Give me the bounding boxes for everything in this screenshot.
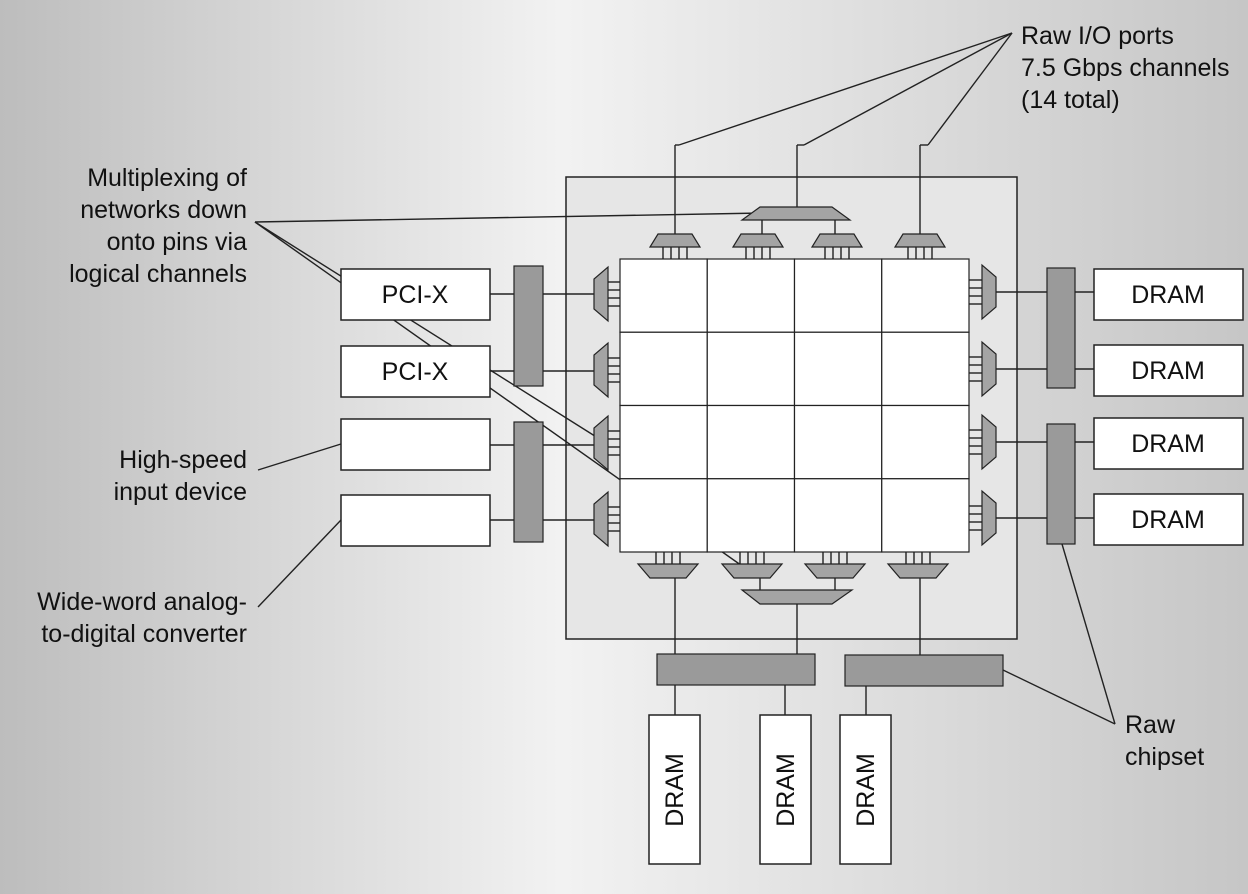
multiplexing-label-line-3: onto pins via [107, 228, 247, 256]
tile-r2-c1 [619, 331, 708, 407]
left-device-box-1 [340, 268, 491, 321]
wire-2 [803, 32, 1013, 146]
bottom-dram-box-3 [839, 714, 892, 865]
wire-37 [1002, 669, 1116, 725]
left-device-box-2 [340, 345, 491, 398]
left-chipset-top [513, 265, 544, 387]
wide-word-label-line-2: to-digital converter [41, 620, 247, 648]
wire-3 [927, 32, 1013, 146]
bottom-dram-box-2 [759, 714, 812, 865]
bottom-mux-3 [803, 563, 867, 579]
multiplexers [593, 206, 997, 605]
left-device-label-2: PCI-X [382, 358, 449, 386]
right-mux-2 [981, 340, 997, 398]
multiplexing-label-line-2: networks down [80, 196, 247, 224]
wire-22 [257, 519, 342, 608]
tile-r1-c1 [619, 258, 708, 333]
left-mux-3 [593, 414, 609, 472]
wire-11 [254, 221, 599, 439]
right-chipset-top [1046, 267, 1076, 389]
right-dram-box-1 [1093, 268, 1244, 321]
bottom-chipset-left [656, 653, 816, 686]
right-dram-box-3 [1093, 417, 1244, 470]
right-mux-3 [981, 413, 997, 471]
tile-r4-c3 [793, 478, 883, 553]
right-mux-1 [981, 263, 997, 321]
right-dram-label-1: DRAM [1131, 281, 1205, 309]
bottom-chipset-right [844, 654, 1004, 687]
tile-grid [619, 258, 970, 553]
left-device-label-1: PCI-X [382, 281, 449, 309]
bottom-mux-2 [720, 563, 784, 579]
tile-r2-c2 [706, 331, 796, 407]
tile-r3-c4 [881, 404, 970, 480]
top-mux-1 [648, 233, 702, 248]
raw-io-label-line-1: Raw I/O ports [1021, 22, 1174, 50]
top-merge-mux [740, 206, 852, 221]
high-speed-label-line-1: High-speed [119, 446, 247, 474]
left-chipset-bottom [513, 421, 544, 543]
right-dram-box-2 [1093, 344, 1244, 397]
left-device-box-3 [340, 418, 491, 471]
wide-word-label-line-1: Wide-word analog- [37, 588, 247, 616]
top-mux-3 [810, 233, 864, 248]
tile-r1-c4 [881, 258, 970, 333]
tile-r4-c2 [706, 478, 796, 553]
right-dram-box-4 [1093, 493, 1244, 546]
tile-r1-c2 [706, 258, 796, 333]
right-dram-label-3: DRAM [1131, 430, 1205, 458]
tile-r3-c2 [706, 404, 796, 480]
multiplexing-label-line-4: logical channels [69, 260, 247, 288]
bottom-mux-1 [636, 563, 700, 579]
wire-38 [1061, 543, 1116, 725]
tile-r2-c3 [793, 331, 883, 407]
tile-r1-c3 [793, 258, 883, 333]
multiplexing-label-line-1: Multiplexing of [87, 164, 247, 192]
raw-chipset-label-line-2: chipset [1125, 743, 1204, 771]
right-mux-4 [981, 489, 997, 547]
tile-r2-c4 [881, 331, 970, 407]
wire-10 [254, 212, 764, 223]
raw-io-label-line-3: (14 total) [1021, 86, 1120, 114]
high-speed-label-line-2: input device [114, 478, 247, 506]
top-mux-2 [731, 233, 785, 248]
right-dram-label-4: DRAM [1131, 506, 1205, 534]
bottom-dram-label-3: DRAM [852, 753, 880, 827]
left-mux-1 [593, 265, 609, 323]
wire-1 [678, 32, 1013, 146]
bottom-dram-box-1 [648, 714, 701, 865]
raw-io-label-line-2: 7.5 Gbps channels [1021, 54, 1229, 82]
wire-21 [257, 443, 342, 471]
bottom-dram-label-1: DRAM [661, 753, 689, 827]
left-mux-4 [593, 490, 609, 548]
right-chipset-bottom [1046, 423, 1076, 545]
raw-chipset-label-line-1: Raw [1125, 711, 1176, 739]
tile-r3-c1 [619, 404, 708, 480]
top-mux-4 [893, 233, 947, 248]
left-device-box-4 [340, 494, 491, 547]
bottom-dram-label-2: DRAM [772, 753, 800, 827]
tile-r4-c1 [619, 478, 708, 553]
left-mux-2 [593, 341, 609, 399]
bottom-merge-mux [740, 589, 854, 605]
tile-r3-c3 [793, 404, 883, 480]
right-dram-label-2: DRAM [1131, 357, 1205, 385]
tile-r4-c4 [881, 478, 970, 553]
wires [254, 32, 1116, 725]
bottom-mux-4 [886, 563, 950, 579]
